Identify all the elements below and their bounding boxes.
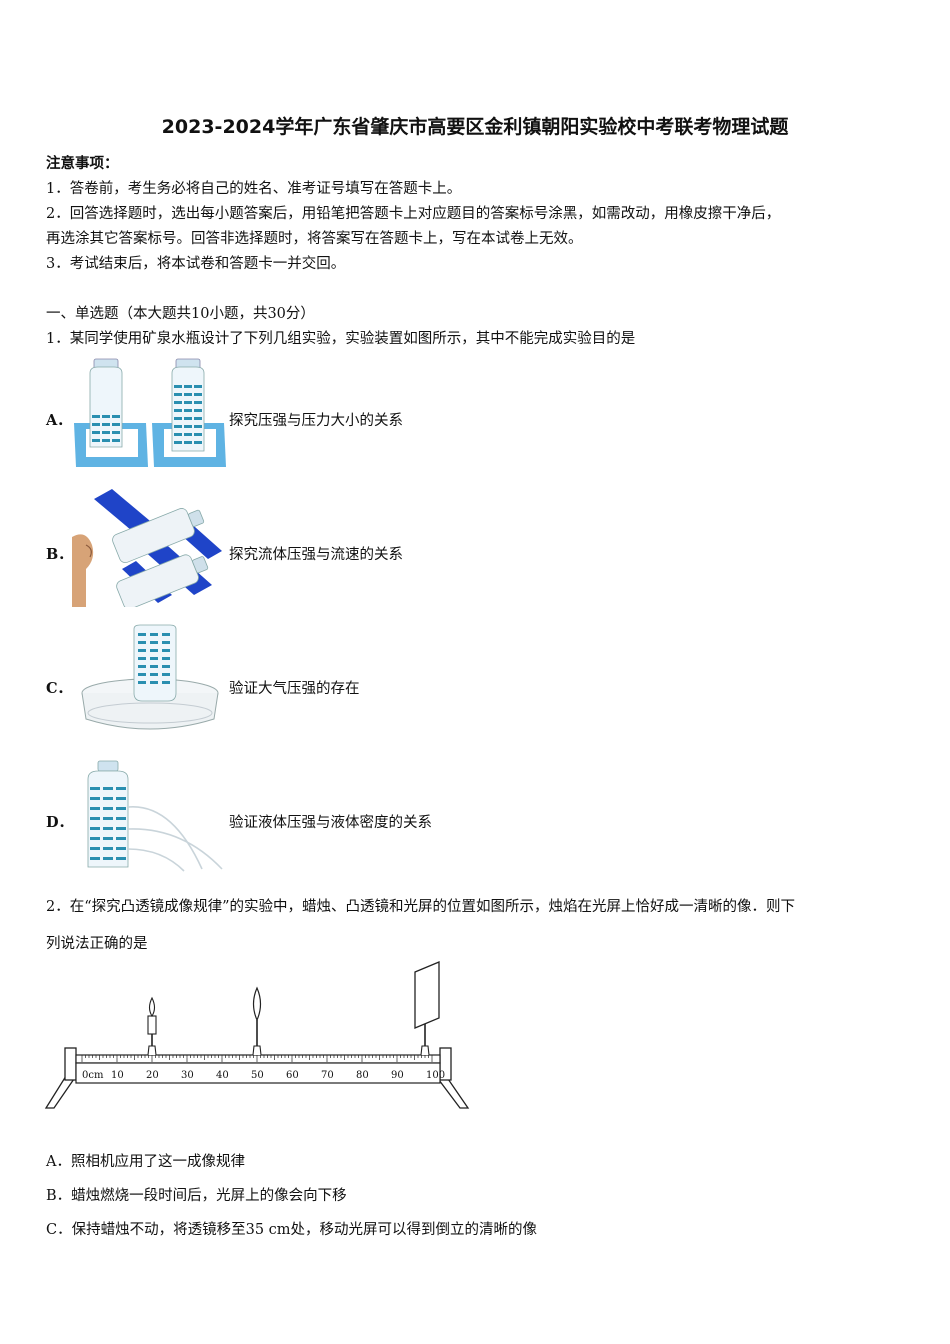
question-2-option-b: B．蜡烛燃烧一段时间后，光屏上的像会向下移 (46, 1188, 347, 1204)
option-a-text: 探究压强与压力大小的关系 (229, 413, 403, 429)
scale-label: 40 (216, 1070, 229, 1081)
scale-label: 0cm (82, 1070, 104, 1081)
candle-holder (147, 1045, 157, 1056)
scale-label: 60 (286, 1070, 299, 1081)
section-heading: 一、单选题（本大题共10小题，共30分） (46, 306, 315, 322)
option-c-text: 验证大气压强的存在 (229, 681, 360, 697)
question-2-option-c: C．保持蜡烛不动，将透镜移至35 cm处，移动光屏可以得到倒立的清晰的像 (46, 1222, 538, 1238)
scale-label: 20 (146, 1070, 159, 1081)
scale-label: 90 (391, 1070, 404, 1081)
screen-holder (420, 1045, 430, 1056)
option-b-letter: B． (46, 546, 73, 563)
notice-item: 2．回答选择题时，选出每小题答案后，用铅笔把答题卡上对应题目的答案标号涂黑，如需… (46, 206, 781, 222)
bottles-on-sponge-figure (72, 355, 227, 473)
scale-label: 100 (426, 1070, 445, 1081)
candle (147, 1015, 157, 1035)
notice-item: 1．答卷前，考生务必将自己的姓名、准考证号填写在答题卡上。 (46, 181, 462, 197)
question-2-stem-line2: 列说法正确的是 (46, 936, 148, 952)
question-2-option-a: A．照相机应用了这一成像规律 (46, 1154, 245, 1170)
option-d-letter: D． (46, 814, 74, 831)
option-a-letter: A． (46, 412, 72, 429)
scale-label: 10 (111, 1070, 124, 1081)
question-2-stem-line1: 2．在“探究凸透镜成像规律”的实验中，蜡烛、凸透镜和光屏的位置如图所示，烛焰在光… (46, 899, 796, 915)
lens-holder (252, 1045, 262, 1056)
notice-heading: 注意事项： (46, 155, 119, 172)
convex-lens-icon (252, 986, 262, 1022)
optical-bench-figure: 0cm 10 20 30 40 50 60 70 80 90 100 (40, 958, 472, 1114)
light-screen (414, 961, 440, 1029)
page-title: 2023-2024学年广东省肇庆市高要区金利镇朝阳实验校中考联考物理试题 (161, 116, 789, 138)
flame-icon (148, 996, 156, 1018)
bottle-with-water-jets-figure (72, 757, 227, 875)
notice-item: 3．考试结束后，将本试卷和答题卡一并交回。 (46, 256, 346, 272)
blowing-between-bottles-figure (72, 489, 227, 607)
notice-item: 再选涂其它答案标号。回答非选择题时，将答案写在答题卡上，写在本试卷上无效。 (46, 231, 583, 247)
scale-label: 30 (181, 1070, 194, 1081)
inverted-bottle-in-dish-figure (72, 623, 227, 741)
option-b-text: 探究流体压强与流速的关系 (229, 547, 403, 563)
option-c-letter: C． (46, 680, 73, 697)
scale-label: 50 (251, 1070, 264, 1081)
option-d-text: 验证液体压强与液体密度的关系 (229, 815, 432, 831)
scale-label: 70 (321, 1070, 334, 1081)
scale-label: 80 (356, 1070, 369, 1081)
question-1-stem: 1．某同学使用矿泉水瓶设计了下列几组实验，实验装置如图所示，其中不能完成实验目的… (46, 331, 636, 347)
